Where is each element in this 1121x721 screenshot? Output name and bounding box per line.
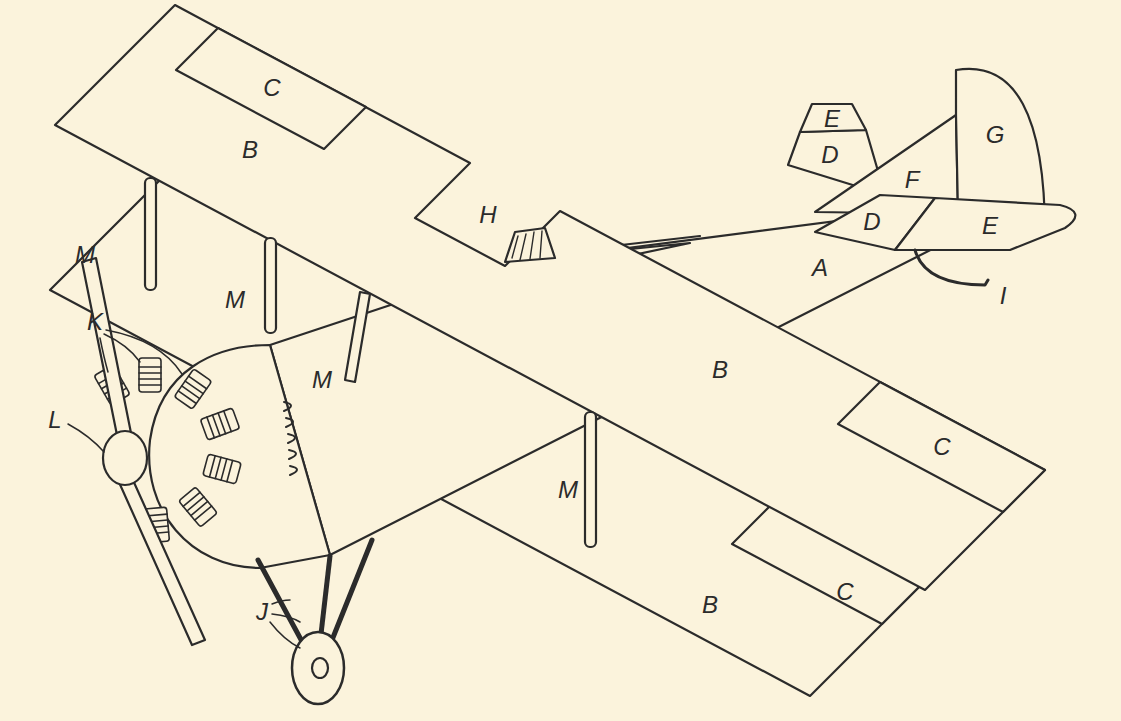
part-letter: K [87, 310, 103, 334]
upper-aileron [176, 28, 366, 149]
hatch-line [540, 231, 542, 258]
upper-aileron [838, 382, 1045, 512]
leader-line [272, 614, 300, 622]
part-letter: C [263, 76, 280, 100]
leader-line [272, 600, 290, 604]
cylinder-fins [209, 456, 232, 482]
cylinder [200, 408, 239, 440]
strut [145, 178, 156, 290]
leader-line [100, 338, 108, 372]
vent [284, 402, 291, 411]
strut [585, 412, 596, 547]
hatch-line [520, 234, 526, 260]
cylinder-fins [183, 492, 211, 520]
wheel-hub [312, 658, 328, 678]
cylinder [179, 487, 218, 527]
cylinder-body [139, 358, 161, 392]
wheel [292, 632, 344, 704]
vent [289, 450, 296, 459]
hatch-line [530, 232, 534, 259]
upper-wing [55, 5, 1045, 590]
cylinder [203, 454, 242, 484]
cylinder-body [203, 454, 242, 484]
tail-skid [915, 250, 988, 285]
near-elevator [895, 198, 1075, 250]
cylinder-fins [207, 411, 231, 438]
leader-lines [68, 330, 300, 648]
cylinder-fins [139, 367, 161, 385]
part-letter: M [225, 288, 245, 312]
part-letter: B [702, 593, 718, 617]
cylinder [139, 358, 161, 392]
part-letter: D [863, 210, 880, 234]
cylinder-body [174, 369, 212, 409]
part-letter: H [479, 203, 496, 227]
gear-strut [328, 540, 372, 650]
part-letter: J [256, 600, 268, 624]
far-elevator [800, 104, 866, 132]
vent [290, 466, 297, 475]
strut [265, 238, 276, 333]
cowl-vents [284, 402, 297, 475]
propeller-blade [82, 258, 132, 440]
cowling [149, 345, 330, 568]
part-letter: C [933, 435, 950, 459]
part-letter: M [75, 243, 95, 267]
propeller-blade [118, 478, 205, 645]
part-letter: C [836, 580, 853, 604]
spinner [103, 431, 147, 485]
part-letter: M [558, 478, 578, 502]
part-letter: B [712, 358, 728, 382]
leader-line [68, 424, 104, 452]
part-letter: L [48, 408, 61, 432]
cylinder [174, 369, 212, 409]
windshield [505, 228, 555, 262]
vent [288, 434, 295, 443]
part-letter: G [986, 123, 1005, 147]
part-letter: M [312, 368, 332, 392]
part-letter: E [824, 107, 840, 131]
windshield-hatch [512, 231, 542, 260]
part-letter: E [982, 214, 998, 238]
strut [345, 292, 370, 382]
part-letter: F [905, 168, 920, 192]
part-letter: A [812, 256, 828, 280]
cylinder-body [200, 408, 239, 440]
leader-line [106, 330, 182, 374]
part-letter: D [821, 143, 838, 167]
part-letter: B [242, 138, 258, 162]
cylinder-body [179, 487, 218, 527]
cylinder-fins [178, 376, 206, 403]
leader-line [270, 622, 300, 648]
part-letter: I [1000, 284, 1007, 308]
landing-gear [258, 540, 372, 704]
hatch-line [512, 236, 518, 258]
vent [286, 418, 293, 427]
